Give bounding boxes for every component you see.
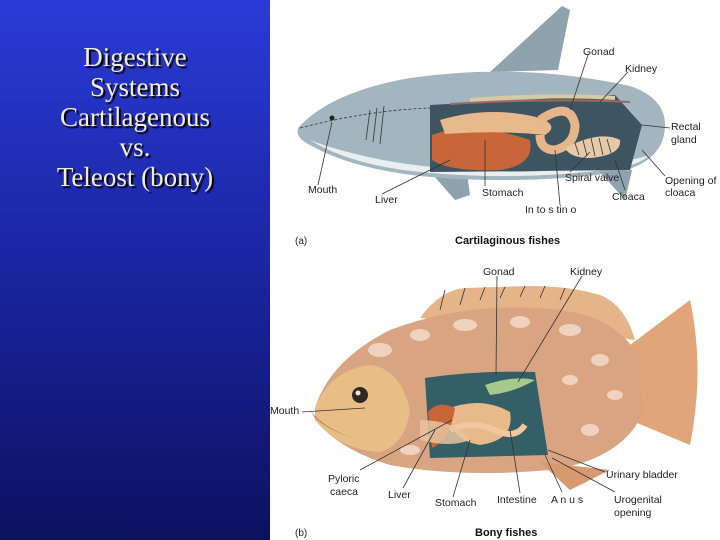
title-line-5: Teleost (bony) [56, 162, 214, 192]
shark-dorsal-fin [490, 6, 570, 72]
diagram-panel: Gonad Kidney Rectal gland Mouth Liver St… [270, 0, 720, 540]
title-line-2: Systems [89, 72, 181, 102]
bony-gonad [485, 378, 535, 395]
label-shark-intestine: In to s tin o [525, 204, 577, 216]
panel-label-b: (b) [295, 528, 307, 539]
label-bony-urogenital-1: Urogenital [614, 494, 662, 506]
title-line-1: Digestive [83, 42, 187, 72]
panel-label-a: (a) [295, 236, 307, 247]
shark-eye [329, 115, 335, 121]
label-bony-gonad: Gonad [483, 266, 515, 278]
label-shark-rectal-2: gland [671, 134, 697, 146]
label-bony-urinary-bladder: Urinary bladder [606, 469, 678, 481]
title-panel: Digestive Systems Cartilagenous vs. Tele… [0, 0, 270, 540]
title-line-3: Cartilagenous [60, 102, 210, 132]
shark-illustration [297, 6, 665, 200]
shark-stomach [440, 111, 552, 135]
label-shark-cloaca: Cloaca [612, 191, 645, 203]
shark-kidney [449, 99, 631, 105]
label-bony-stomach: Stomach [435, 497, 477, 509]
label-bony-anus: A n u s [551, 494, 583, 506]
label-shark-spiral-valve: Spiral valve [565, 172, 619, 184]
shark-intestine [535, 106, 580, 155]
bony-spots [356, 316, 623, 455]
label-bony-intestine: Intestine [497, 494, 537, 506]
label-shark-rectal-1: Rectal [671, 121, 701, 133]
shark-anal-fin [600, 170, 632, 200]
caption-bony: Bony fishes [475, 527, 537, 539]
label-bony-urogenital-2: opening [614, 507, 652, 519]
label-bony-kidney: Kidney [570, 266, 603, 278]
label-shark-gonad: Gonad [583, 46, 615, 58]
label-bony-mouth: Mouth [270, 405, 299, 417]
label-shark-opening-1: Opening of [665, 175, 716, 187]
caption-cartilaginous: Cartilaginous fishes [455, 235, 560, 247]
title-line-4: vs. [119, 132, 151, 162]
label-bony-pyloric-2: caeca [330, 486, 358, 498]
shark-spiral-valve [565, 136, 621, 158]
bony-eye [352, 387, 368, 403]
slide-title: Digestive Systems Cartilagenous vs. Tele… [0, 42, 270, 192]
label-shark-stomach: Stomach [482, 187, 524, 199]
label-shark-liver: Liver [375, 194, 398, 206]
bony-anal-fin [540, 462, 610, 490]
label-shark-kidney: Kidney [625, 63, 658, 75]
label-bony-pyloric-1: Pyloric [328, 473, 360, 485]
anatomy-diagram: Gonad Kidney Rectal gland Mouth Liver St… [270, 6, 716, 539]
shark-gonad [469, 94, 616, 102]
shark-belly [310, 140, 650, 177]
label-shark-mouth: Mouth [308, 184, 337, 196]
bony-pectoral-fin [420, 420, 470, 444]
bony-fish-illustration [310, 285, 698, 490]
bony-intestine [448, 422, 528, 437]
label-shark-opening-2: cloaca [665, 187, 696, 199]
label-bony-liver: Liver [388, 489, 411, 501]
shark-liver [432, 128, 531, 171]
bony-tail-fin [630, 300, 698, 445]
